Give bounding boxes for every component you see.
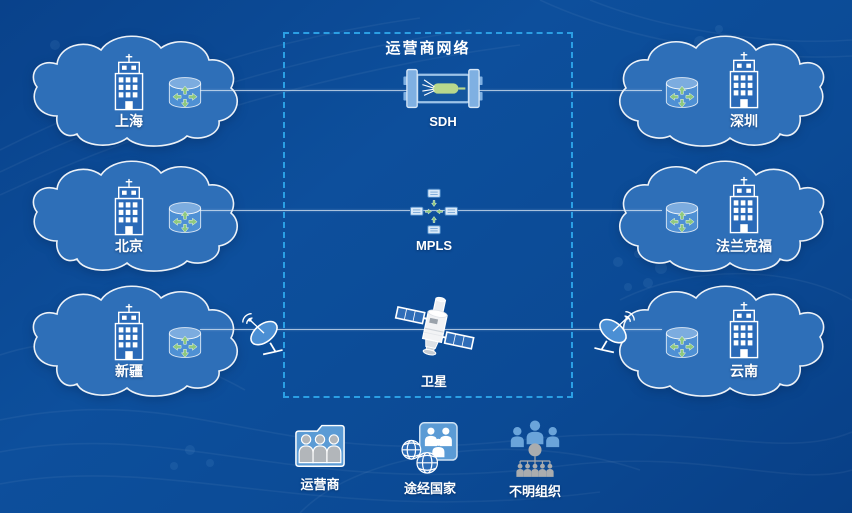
mpls-mesh-icon [410,188,458,235]
building-icon [729,301,759,359]
cloud-label: 深圳 [730,113,758,129]
router-icon [665,327,699,358]
building-icon [114,303,144,361]
router-icon [168,202,202,233]
legend-operator-label: 运营商 [300,477,340,492]
mpls-label: MPLS [415,238,453,253]
cloud-label: 北京 [115,238,143,254]
operator-group-icon [295,424,345,468]
cloud-yunnan: 云南 [618,278,832,397]
sdh-device-icon [402,68,484,109]
legend-transit-country: 途经国家 [398,420,462,497]
cloud-label: 新疆 [115,363,143,379]
transit-country-icon [401,422,458,474]
sdh-node: SDH [391,66,495,129]
building-icon [729,51,759,109]
cloud-beijing: 北京 [25,153,239,272]
satellite-dish-left-icon [241,312,284,356]
satellite-dish-right-icon [593,310,636,354]
legend-operator: 运营商 [287,420,353,493]
building-icon [114,53,144,111]
router-icon [665,77,699,108]
unknown-org-icon [510,419,560,478]
cloud-label: 法兰克福 [716,238,772,254]
mpls-node: MPLS [403,188,465,253]
router-icon [168,77,202,108]
satellite-icon [388,288,482,364]
carrier-network-title: 运营商网络 [385,40,471,57]
building-icon [114,178,144,236]
building-icon [729,176,759,234]
legend-unknown-label: 不明组织 [508,484,561,499]
cloud-frankfurt: 法兰克福 [618,153,832,272]
sdh-label: SDH [429,114,457,129]
legend-unknown-org: 不明组织 [505,419,565,500]
cloud-shenzhen: 深圳 [618,28,832,147]
router-icon [168,327,202,358]
router-icon [665,202,699,233]
connection-line-row2 [200,210,662,211]
cloud-label: 上海 [115,113,143,129]
carrier-network-boundary [283,32,573,398]
satellite-node: 卫星 [388,288,482,390]
satellite-label: 卫星 [420,374,447,389]
cloud-label: 云南 [730,363,758,379]
cloud-shanghai: 上海 [25,28,239,147]
legend-transit-label: 途经国家 [403,481,456,496]
cloud-xinjiang: 新疆 [25,278,239,397]
